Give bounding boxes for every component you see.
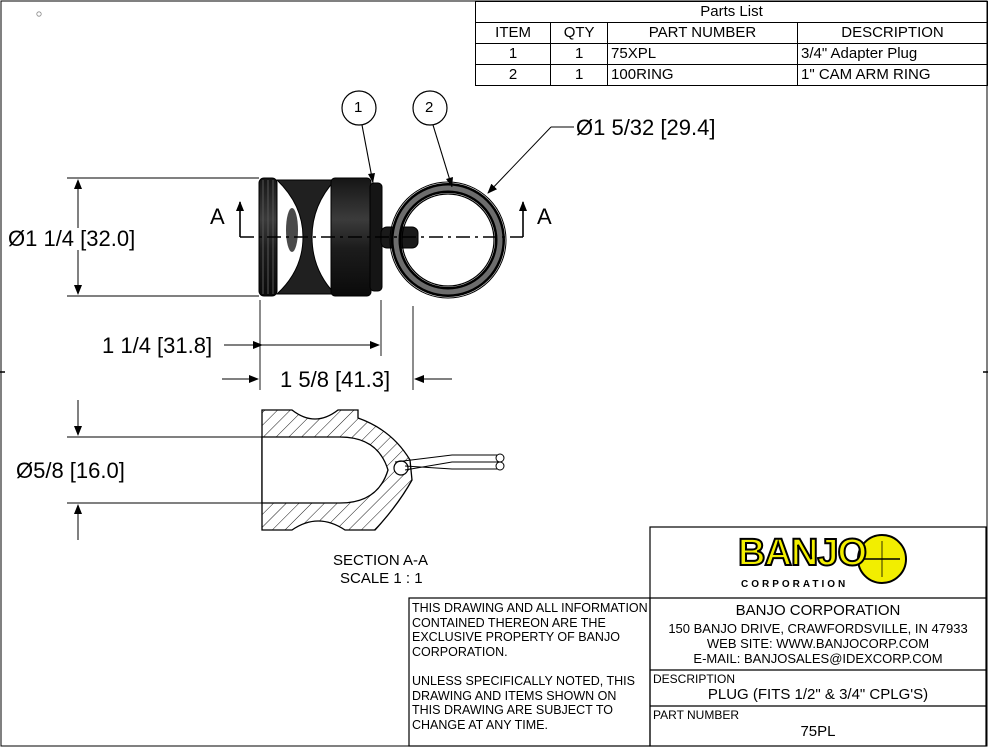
corner-mark [36, 11, 42, 17]
banjo-logo [857, 534, 907, 584]
cell-part-number: 75XPL [607, 43, 798, 65]
cell-part-number: 100RING [607, 64, 798, 86]
overall-length-dim: 1 5/8 [41.3] [280, 367, 391, 392]
cell-qty: 1 [550, 64, 609, 86]
parts-list-title: Parts List [475, 1, 988, 23]
cell-description: 1" CAM ARM RING [797, 64, 988, 86]
body-diameter-dim: Ø1 1/4 [32.0] [8, 226, 136, 251]
ring-diameter-dim: Ø1 5/32 [29.4] [576, 115, 716, 140]
balloon-2-label: 2 [425, 99, 434, 116]
logo-word: BANJO [737, 532, 868, 574]
logo-subtitle: CORPORATION [741, 579, 849, 590]
col-part-number: PART NUMBER [607, 22, 798, 44]
cell-qty: 1 [550, 43, 609, 65]
col-qty: QTY [550, 22, 609, 44]
col-item: ITEM [474, 22, 552, 44]
col-description: DESCRIPTION [797, 22, 988, 44]
title-block-frame [408, 526, 987, 747]
section-view [261, 409, 505, 531]
company-address: 150 BANJO DRIVE, CRAWFORDSVILLE, IN 4793… [668, 621, 968, 636]
company-name: BANJO CORPORATION [735, 602, 901, 619]
cell-item: 1 [474, 43, 552, 65]
company-email: E-MAIL: BANJOSALES@IDEXCORP.COM [693, 651, 943, 666]
table-row: 2 1 100RING 1" CAM ARM RING [474, 64, 988, 86]
cam-arm-ring [389, 181, 507, 299]
description-value: PLUG (FITS 1/2" & 3/4" CPLG'S) [707, 686, 929, 703]
section-marker-right: A [537, 204, 552, 229]
description-label: DESCRIPTION [653, 672, 736, 686]
cell-description: 3/4" Adapter Plug [797, 43, 988, 65]
cell-item: 2 [474, 64, 552, 86]
balloon-1-label: 1 [354, 99, 363, 116]
body-length-dim: 1 1/4 [31.8] [102, 333, 213, 358]
part-number-value: 75PL [800, 723, 836, 740]
change-note: UNLESS SPECIFICALLY NOTED, THIS DRAWING … [412, 674, 635, 732]
balloon-2 [412, 90, 453, 188]
section-marker-left: A [210, 204, 225, 229]
part-number-label: PART NUMBER [653, 708, 740, 722]
table-row: 1 1 75XPL 3/4" Adapter Plug [474, 43, 988, 65]
section-caption-title: SECTION A-A [333, 552, 429, 569]
section-bore [261, 436, 389, 504]
company-website: WEB SITE: WWW.BANJOCORP.COM [706, 636, 930, 651]
bore-diameter-dim: Ø5/8 [16.0] [16, 458, 125, 483]
parts-list-header: ITEM QTY PART NUMBER DESCRIPTION [474, 22, 988, 44]
section-ring-wire [394, 454, 500, 471]
parts-list-table: Parts List ITEM QTY PART NUMBER DESCRIPT… [474, 1, 988, 86]
property-note: THIS DRAWING AND ALL INFORMATION CONTAIN… [412, 601, 648, 659]
balloon-1 [341, 90, 377, 184]
section-caption-scale: SCALE 1 : 1 [340, 570, 423, 587]
